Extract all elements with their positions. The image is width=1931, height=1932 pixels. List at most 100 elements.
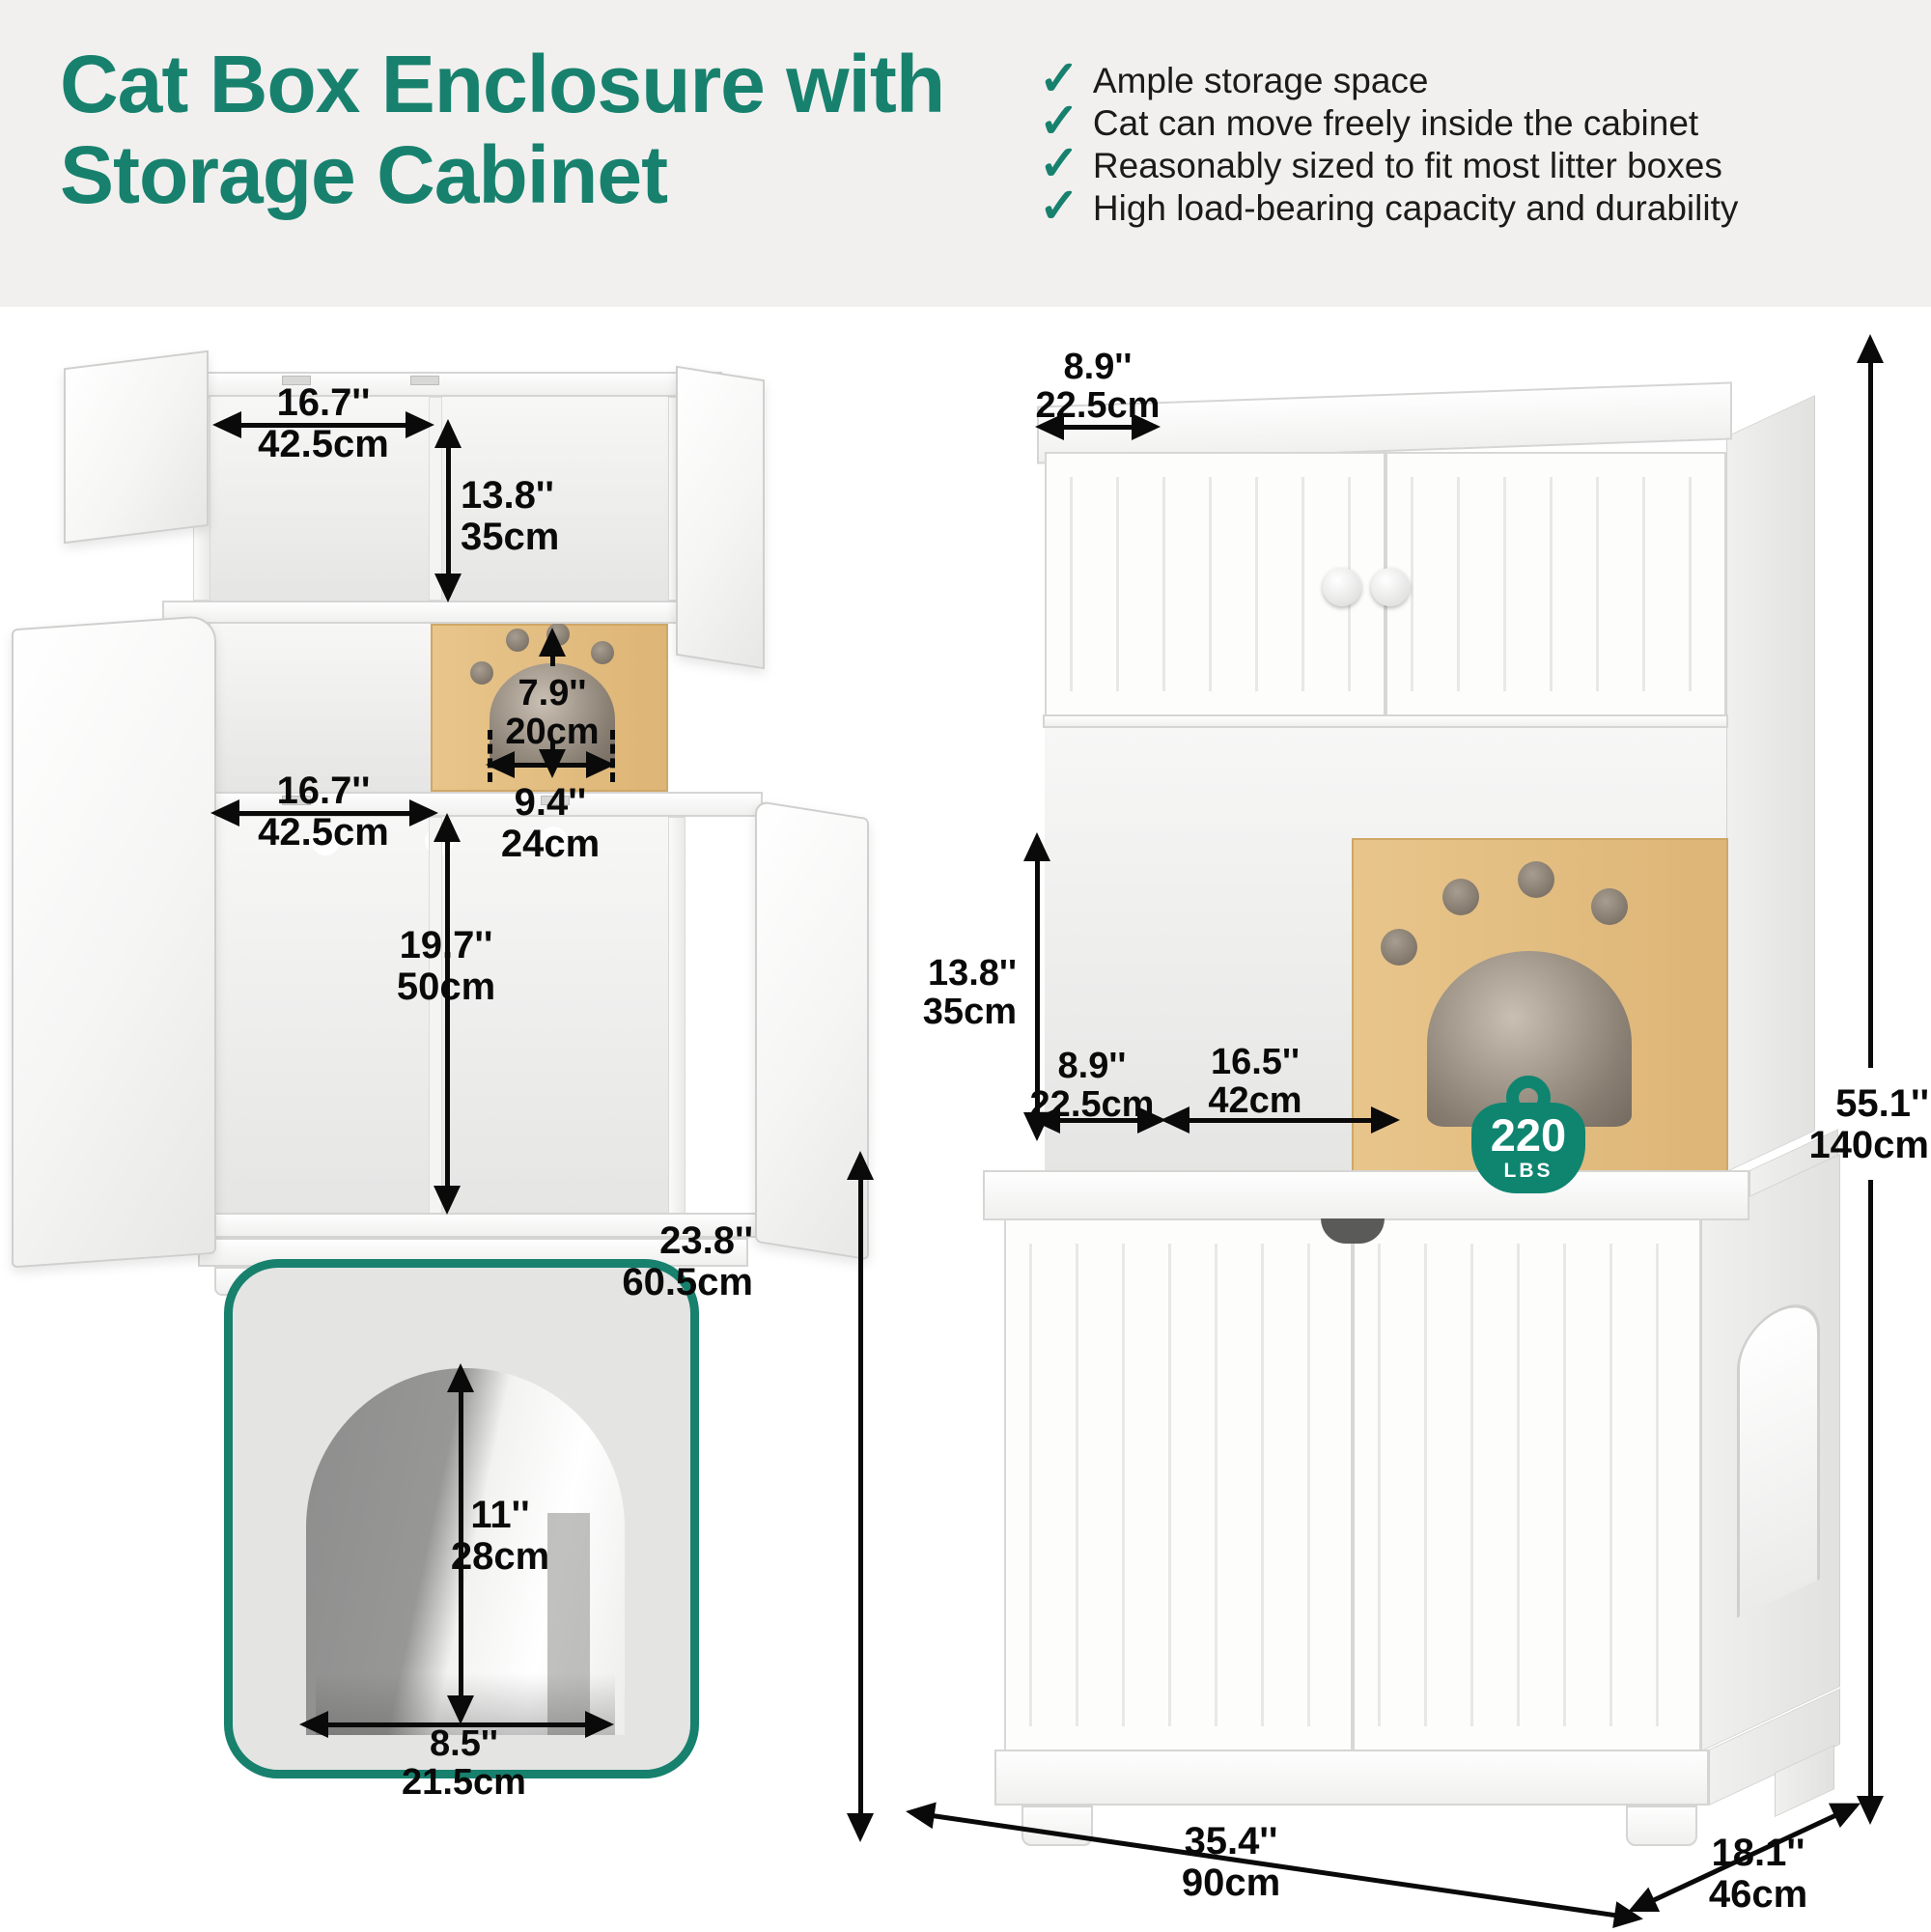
- dim-top-depth: 8.9'' 22.5cm: [1025, 348, 1170, 425]
- dim-value: 42cm: [1208, 1080, 1302, 1121]
- dim-total-height: 55.1'' 140cm: [1778, 1083, 1929, 1166]
- load-value: 220: [1490, 1109, 1567, 1161]
- dim-value: 8.5'': [430, 1723, 498, 1764]
- dim-hole-height: 7.9'' 20cm: [490, 674, 614, 751]
- dim-value: 35cm: [461, 516, 560, 558]
- dim-value: 35cm: [922, 992, 1017, 1032]
- dim-value: 7.9'': [518, 673, 587, 714]
- dim-value: 9.4'': [514, 781, 587, 824]
- dim-arrow-door-height: [447, 1363, 474, 1724]
- load-unit: LBS: [1503, 1160, 1553, 1182]
- dim-value: 21.5cm: [402, 1762, 526, 1803]
- dim-value: 140cm: [1808, 1124, 1929, 1166]
- fv-right-side-panel-upper: [1726, 395, 1815, 1172]
- dim-hutch-width: 16.7'' 42.5cm: [227, 382, 420, 465]
- hinge: [282, 796, 311, 805]
- vent-hole: [539, 826, 568, 855]
- arch-inner-shadow: [547, 1513, 590, 1735]
- dim-shelf-height: 13.8'' 35cm: [896, 954, 1017, 1031]
- dim-base-width: 16.7'' 42.5cm: [227, 770, 420, 854]
- paw-toe-hole: [506, 629, 529, 652]
- fv-chest-door-left: [1004, 1218, 1353, 1751]
- base-right-wall: [668, 817, 686, 1215]
- page-title-line1: Cat Box Enclosure with: [60, 39, 945, 129]
- fv-right-side-panel-lower: [1701, 1153, 1840, 1751]
- dim-width: 35.4'' 90cm: [1168, 1821, 1294, 1904]
- dim-value: 8.9'': [1057, 1046, 1127, 1086]
- dim-value: 20cm: [505, 712, 600, 752]
- dim-hutch-height: 13.8'' 35cm: [461, 475, 559, 558]
- fv-chest-door-right: [1353, 1218, 1701, 1751]
- dim-chest-height: 23.8'' 60.5cm: [587, 1220, 753, 1303]
- dim-arrow-base-height: [434, 813, 461, 1215]
- dim-value: 35.4'': [1184, 1820, 1278, 1862]
- dim-arrow-hutch-height: [434, 419, 462, 602]
- beadboard-texture: [1411, 477, 1701, 691]
- dim-value: 16.5'': [1210, 1042, 1301, 1082]
- dim-value: 16.7'': [276, 770, 371, 812]
- middle-interior-back: [210, 624, 433, 792]
- dim-arrow-total-height-lower: [1857, 1174, 1884, 1825]
- dim-value: 90cm: [1181, 1862, 1281, 1904]
- fv-foot: [1626, 1806, 1697, 1846]
- dim-value: 60.5cm: [622, 1261, 753, 1303]
- check-icon: ✓: [1039, 51, 1079, 105]
- dim-arrow-total-height-upper: [1857, 334, 1884, 1074]
- paw-toe-hole: [1381, 929, 1417, 966]
- paw-toe-hole: [591, 641, 614, 664]
- fv-side-cat-door: [1737, 1289, 1820, 1618]
- check-icon: ✓: [1039, 94, 1079, 148]
- dim-value: 11'': [470, 1494, 530, 1536]
- open-door-top-right: [676, 365, 765, 670]
- page-title-line2: Storage Cabinet: [60, 129, 668, 220]
- feature-item: ✓ High load-bearing capacity and durabil…: [1039, 179, 1739, 233]
- check-icon: ✓: [1039, 179, 1079, 233]
- fv-countertop: [983, 1170, 1749, 1220]
- fv-door-knob: [1371, 568, 1410, 606]
- feature-label: High load-bearing capacity and durabilit…: [1092, 188, 1739, 228]
- dim-value: 55.1'': [1835, 1082, 1929, 1125]
- paw-toe-hole: [1591, 888, 1628, 925]
- feature-list: ✓ Ample storage space ✓ Cat can move fre…: [1039, 51, 1739, 233]
- dim-value: 50cm: [396, 966, 496, 1008]
- beadboard-texture: [1070, 477, 1360, 691]
- dim-arrow-hole-height-top: [539, 628, 566, 672]
- page-title: Cat Box Enclosure with Storage Cabinet: [60, 39, 945, 220]
- feature-item: ✓ Reasonably sized to fit most litter bo…: [1039, 139, 1738, 187]
- vent-hole: [311, 826, 340, 855]
- hutch-top-board: [162, 372, 722, 397]
- feature-item: ✓ Cat can move freely inside the cabinet: [1039, 94, 1738, 148]
- dim-value: 19.7'': [399, 924, 493, 966]
- dim-value: 22.5cm: [1029, 1084, 1155, 1125]
- dim-value: 42.5cm: [258, 811, 389, 854]
- hinge: [541, 796, 570, 805]
- header-band: [0, 0, 1931, 307]
- paw-toe-hole: [470, 661, 493, 685]
- dim-hole-width: 9.4'' 24cm: [483, 782, 618, 865]
- paw-toe-hole: [1518, 861, 1554, 898]
- open-door-top-left: [64, 350, 209, 545]
- beadboard-texture: [1029, 1244, 1328, 1726]
- dim-value: 42.5cm: [258, 423, 389, 465]
- dim-arrow-top-depth: [1035, 413, 1161, 440]
- dim-door-width: 8.5'' 21.5cm: [394, 1724, 534, 1802]
- fv-hutch-bottom-strip: [1043, 714, 1728, 728]
- load-capacity-badge: 220 LBS: [1471, 1103, 1585, 1193]
- middle-shelf-board: [162, 601, 722, 624]
- dim-depth: 18.1'' 46cm: [1695, 1833, 1821, 1916]
- beadboard-texture: [1378, 1244, 1676, 1726]
- dim-value: 22.5cm: [1035, 385, 1161, 426]
- feature-label: Ample storage space: [1092, 61, 1429, 100]
- paw-toe-hole: [1442, 879, 1479, 915]
- dim-base-height: 19.7'' 50cm: [386, 925, 506, 1008]
- dim-value: 13.8'': [927, 953, 1017, 994]
- dim-value: 28cm: [450, 1535, 550, 1578]
- fv-hutch-door-right: [1385, 452, 1726, 716]
- dim-value: 13.8'': [461, 474, 554, 517]
- fv-plinth: [994, 1750, 1709, 1806]
- fv-hutch-door-left: [1045, 452, 1385, 716]
- dim-value: 46cm: [1708, 1873, 1808, 1916]
- dim-arrow-shelf-width: [1161, 1106, 1400, 1134]
- fv-door-knob: [1323, 568, 1361, 606]
